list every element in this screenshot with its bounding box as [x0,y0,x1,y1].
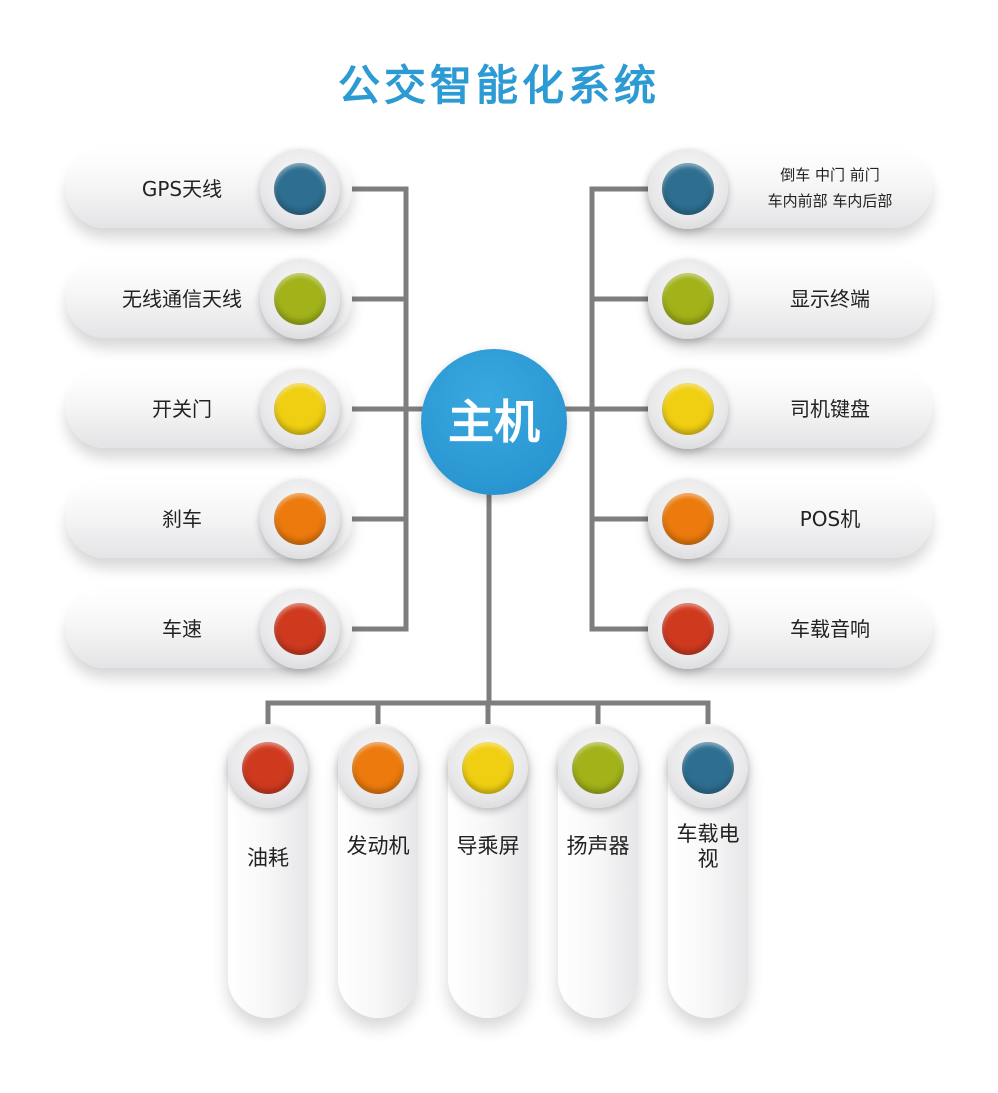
indicator-ring [558,728,638,808]
node-label: 导乘屏 [456,834,520,858]
indicator-dot-yellow [274,383,326,435]
node-audio: 车载音响 [648,589,932,669]
node-fuel: 油耗 [228,724,308,1018]
diagram-title: 公交智能化系统 [337,61,660,110]
indicator-dot-orange [662,493,714,545]
indicator-dot-red [242,742,294,794]
indicator-ring [648,149,728,229]
indicator-dot-blue [662,163,714,215]
host-node: 主机 [421,349,567,495]
node-label: POS机 [799,507,861,531]
indicator-ring [648,259,728,339]
indicator-dot-yellow [462,742,514,794]
indicator-ring [448,728,528,808]
node-tv: 车载电视 [668,724,748,1018]
node-label: 扬声器 [566,834,630,858]
node-label-line2: 车内前部 车内后部 [767,192,893,210]
node-label: 车载音响 [790,617,870,641]
indicator-dot-blue [274,163,326,215]
indicator-dot-blue [682,742,734,794]
node-label: 司机键盘 [790,397,870,421]
indicator-ring [648,589,728,669]
indicator-ring [260,479,340,559]
indicator-dot-green [274,273,326,325]
indicator-dot-green [572,742,624,794]
node-wireless-antenna: 无线通信天线 [66,259,352,339]
host-label: 主机 [448,395,540,449]
node-label: 刹车 [162,507,202,531]
node-gps-antenna: GPS天线 [66,149,352,229]
node-cameras: 倒车 中门 前门 车内前部 车内后部 [648,149,932,229]
indicator-dot-yellow [662,383,714,435]
node-display-terminal: 显示终端 [648,259,932,339]
indicator-dot-red [274,603,326,655]
indicator-dot-green [662,273,714,325]
node-label: 倒车 中门 前门 车内前部 车内后部 [728,162,932,214]
node-speed: 车速 [66,589,352,669]
node-label-line1: 倒车 中门 前门 [780,166,880,184]
indicator-ring [228,728,308,808]
indicator-ring [260,149,340,229]
node-label: 发动机 [346,834,410,858]
node-speaker: 扬声器 [558,724,638,1018]
indicator-ring [338,728,418,808]
indicator-dot-red [662,603,714,655]
indicator-ring [648,479,728,559]
indicator-dot-orange [274,493,326,545]
indicator-dot-orange [352,742,404,794]
node-pos-machine: POS机 [648,479,932,559]
node-brake: 刹车 [66,479,352,559]
indicator-ring [260,589,340,669]
node-label: 油耗 [247,846,289,870]
node-engine: 发动机 [338,724,418,1018]
node-label: 显示终端 [790,287,870,311]
node-guide-screen: 导乘屏 [448,724,528,1018]
indicator-ring [260,369,340,449]
node-label: 车速 [162,617,202,641]
node-label: 无线通信天线 [122,287,242,311]
node-driver-keyboard: 司机键盘 [648,369,932,449]
node-label: GPS天线 [141,177,223,201]
indicator-ring [648,369,728,449]
node-label: 车载电视 [676,822,740,871]
indicator-ring [260,259,340,339]
node-door-switch: 开关门 [66,369,352,449]
indicator-ring [668,728,748,808]
node-label: 开关门 [152,397,212,421]
